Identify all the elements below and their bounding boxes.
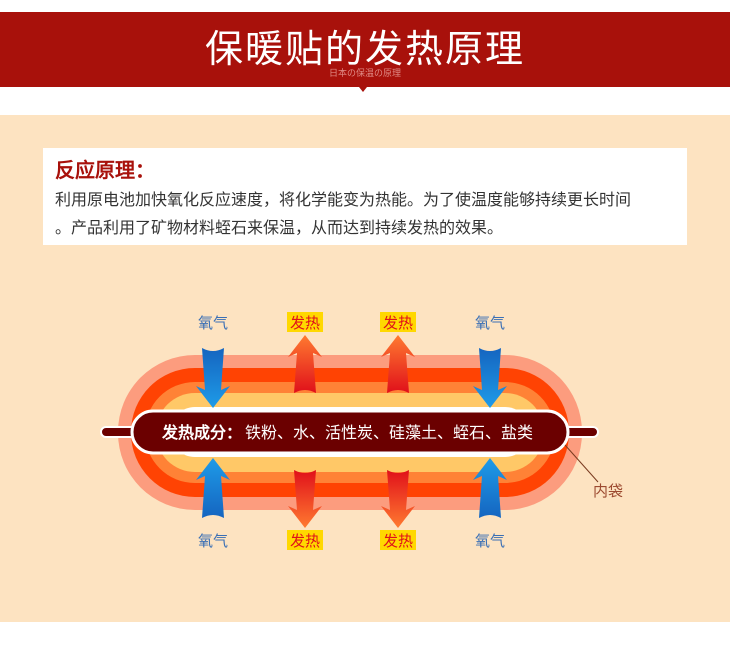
heat-arrow-up (288, 335, 322, 393)
oxygen-label: 氧气 (475, 314, 505, 332)
heat-arrow-down (288, 470, 322, 528)
leader-line (564, 444, 599, 483)
oxygen-arrow-up (473, 458, 507, 518)
heat-arrow-up (381, 335, 415, 393)
principle-heading: 反应原理： (55, 158, 155, 182)
oxygen-arrow-down (473, 348, 507, 408)
heat-label: 发热 (383, 532, 413, 550)
header-banner (0, 12, 730, 87)
heat-label: 发热 (290, 532, 320, 550)
inner-bag (130, 409, 570, 455)
heat-label: 发热 (383, 314, 413, 332)
heat-label: 发热 (290, 314, 320, 332)
heat-label-bg (380, 312, 416, 332)
page-title: 保暖贴的发热原理 (204, 27, 525, 71)
oxygen-arrow-up (196, 458, 230, 518)
heat-label-bg (380, 530, 416, 550)
principle-line-2: 。产品利用了矿物材料蛭石来保温，从而达到持续发热的效果。 (55, 218, 504, 237)
heat-label-bg (287, 312, 323, 332)
oxygen-label: 氧气 (475, 532, 505, 550)
inner-bag-label: 内袋 (593, 482, 623, 500)
ingredients-text: 铁粉、水、活性炭、硅藻土、蛭石、盐类 (245, 423, 533, 442)
heat-arrow-down (381, 470, 415, 528)
heat-label-bg (287, 530, 323, 550)
oxygen-label: 氧气 (198, 532, 228, 550)
ingredients-label: 发热成分： (161, 423, 242, 442)
page-subtitle: 日本の保温の原理 (328, 69, 401, 79)
principle-box: 反应原理： 利用原电池加快氧化反应速度，将化学能变为热能。为了使温度能够持续更长… (43, 148, 687, 245)
oxygen-label: 氧气 (198, 314, 228, 332)
oxygen-arrow-down (196, 348, 230, 408)
principle-line-1: 利用原电池加快氧化反应速度，将化学能变为热能。为了使温度能够持续更长时间 (55, 190, 632, 209)
banner-notch (359, 87, 367, 92)
